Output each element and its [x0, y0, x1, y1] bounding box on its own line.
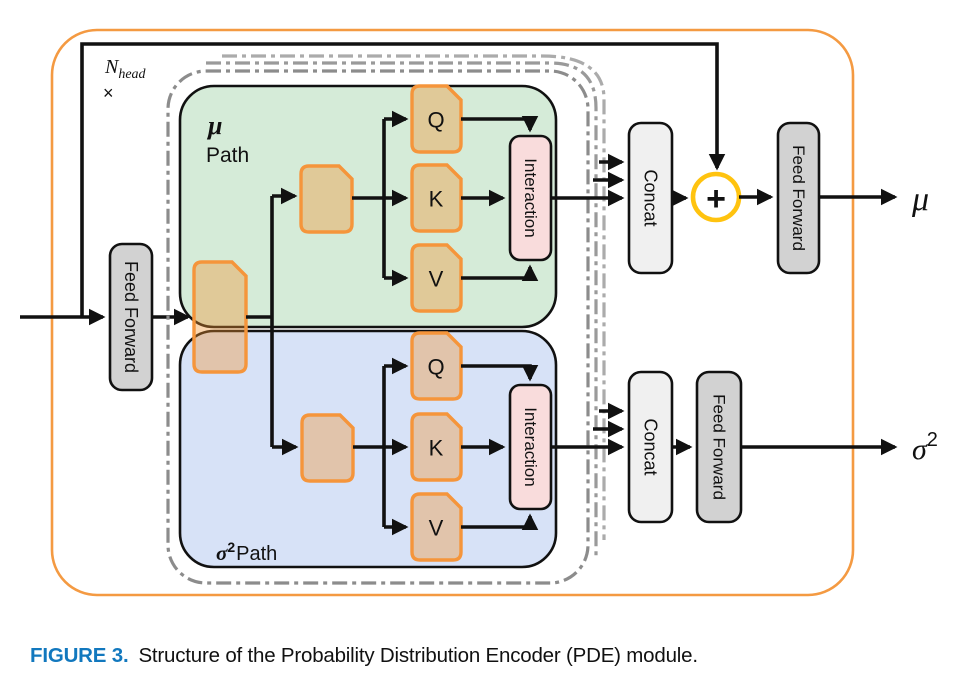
mu-path-symbol: μ: [206, 111, 222, 140]
v-label-mu: V: [429, 267, 444, 292]
k-label-mu: K: [429, 187, 444, 212]
plus-icon: +: [706, 180, 726, 218]
q-block-sigma: [410, 331, 463, 401]
figure-caption-text: Structure of the Probability Distributio…: [138, 644, 698, 667]
concat-label-sigma: Concat: [641, 418, 661, 475]
sigma-projection-block: [300, 413, 355, 483]
k-label-sigma: K: [429, 436, 444, 461]
repeat-stack-border-mid: [206, 61, 598, 556]
sigma-path-label: σ2Path: [216, 539, 277, 565]
v-block-mu: [410, 243, 463, 313]
v-block-sigma: [410, 492, 463, 562]
residual-connection-line: [80, 42, 726, 317]
mu-path-word: Path: [206, 144, 249, 167]
k-block-sigma: [410, 412, 463, 482]
q-label-mu: Q: [427, 108, 444, 133]
sigma-v-to-interaction: [461, 513, 539, 531]
pde-diagram: Nhead × Feed Forward μ Path σ2Path Q: [20, 28, 938, 597]
mu-projection-block: [299, 164, 354, 234]
k-block-mu: [410, 163, 463, 233]
q-block-mu: [410, 84, 463, 154]
sigma-output-label: σ2: [912, 429, 938, 466]
mu-v-to-interaction: [461, 264, 539, 282]
interaction-label-sigma: Interaction: [521, 407, 540, 486]
concat-label-mu: Concat: [641, 169, 661, 226]
outer-border: [50, 28, 855, 597]
repeat-stack-border-back: [222, 54, 606, 540]
feed-forward-mu-label: Feed Forward: [789, 145, 808, 251]
mu-output-label: μ: [911, 181, 929, 218]
mu-q-to-interaction: [461, 115, 539, 133]
repeat-stack-border-front: [166, 69, 590, 585]
repeat-times-icon: ×: [103, 83, 114, 103]
feed-forward-sigma-label: Feed Forward: [710, 394, 729, 500]
repeat-count-label: Nhead: [104, 56, 147, 82]
interaction-label-mu: Interaction: [521, 158, 540, 237]
sigma-q-to-interaction: [461, 364, 539, 382]
v-label-sigma: V: [429, 516, 444, 541]
shared-projection-block: [192, 260, 248, 374]
figure-caption: FIGURE 3. Structure of the Probability Di…: [30, 644, 960, 668]
q-label-sigma: Q: [427, 355, 444, 380]
figure-caption-number: FIGURE 3.: [30, 644, 129, 667]
feed-forward-input-label: Feed Forward: [121, 261, 141, 373]
